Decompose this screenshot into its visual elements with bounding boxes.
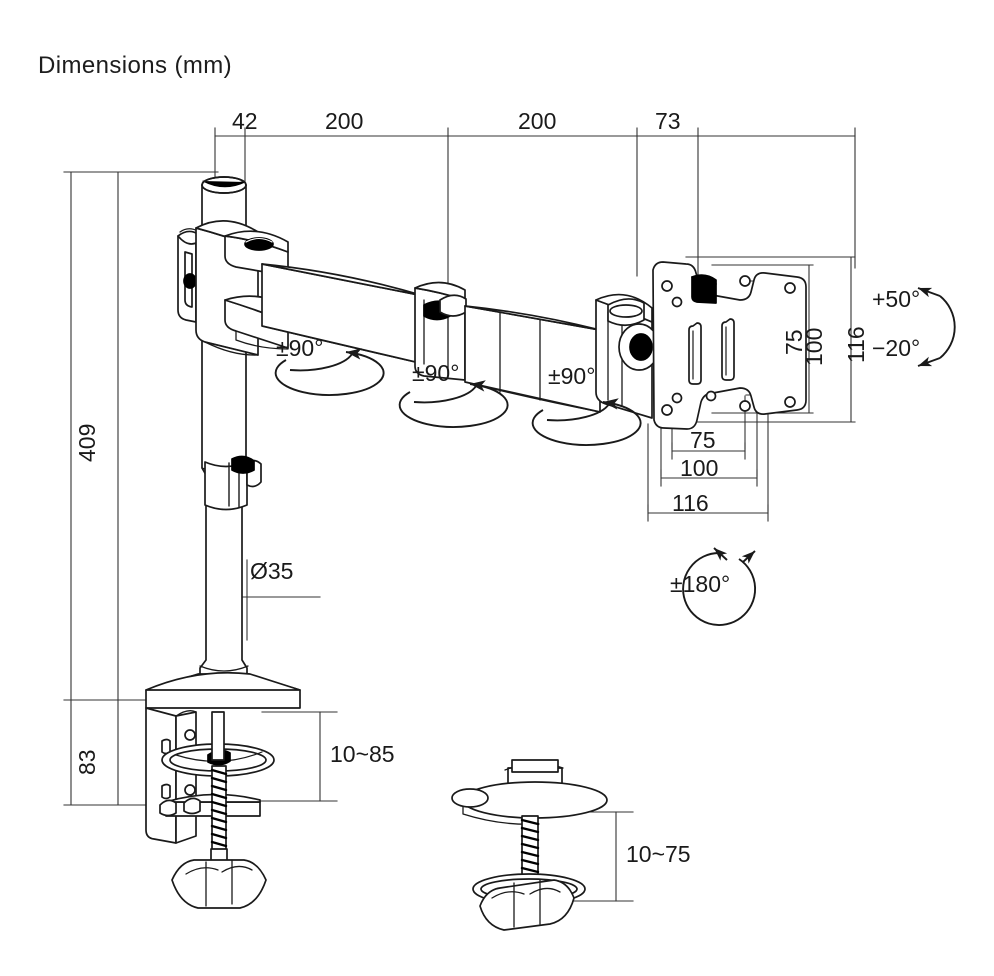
rotation-base-joint: ±90°	[276, 335, 324, 361]
rotation-head-joint: ±90°	[548, 363, 596, 389]
monitor-arm-assembly	[145, 176, 807, 931]
dim-top-42: 42	[232, 108, 258, 134]
arm-segment-outer	[464, 305, 601, 413]
dim-clamp-thickness-range: 10~85	[330, 741, 395, 767]
rotation-mid-joint: ±90°	[412, 360, 460, 386]
desk-clamp-mount	[145, 671, 301, 909]
arm-mid-joint	[414, 281, 467, 381]
dim-top-73: 73	[655, 108, 681, 134]
vesa-top-latch	[691, 274, 717, 304]
dim-vesa-h-75: 75	[690, 427, 716, 453]
page-title: Dimensions (mm)	[38, 52, 233, 79]
left-dimension-line-group	[63, 171, 219, 806]
rotation-indicator-mid	[398, 380, 509, 428]
arm-head-joint	[595, 293, 660, 419]
dim-left-83: 83	[74, 749, 100, 775]
dim-top-200-b: 200	[518, 108, 557, 134]
dim-pole-diameter: Ø35	[250, 558, 294, 584]
swivel-vesa-plate: ±180°	[670, 571, 731, 597]
dim-grommet-thickness-range: 10~75	[626, 841, 691, 867]
rotation-indicator-head	[531, 398, 642, 446]
dim-vesa-v-100: 100	[801, 327, 827, 366]
tilt-down-label: −20°	[872, 335, 921, 361]
dim-left-409: 409	[74, 423, 100, 462]
grommet-mount	[451, 759, 608, 931]
dim-vesa-h-100: 100	[680, 455, 719, 481]
vesa-plate	[652, 261, 807, 430]
rotation-indicator-base	[274, 348, 385, 396]
tilt-indicator	[917, 287, 956, 367]
pole-to-arm-bracket	[177, 228, 199, 323]
dim-vesa-h-116: 116	[672, 490, 709, 516]
swivel-indicator-180	[682, 547, 757, 626]
dim-top-200-a: 200	[325, 108, 364, 134]
dim-vesa-v-116: 116	[843, 326, 869, 363]
arm-segment-inner	[261, 263, 425, 365]
pole-collar	[204, 455, 262, 511]
vesa-horizontal-dimension-group	[647, 395, 769, 522]
tilt-up-label: +50°	[872, 286, 921, 312]
